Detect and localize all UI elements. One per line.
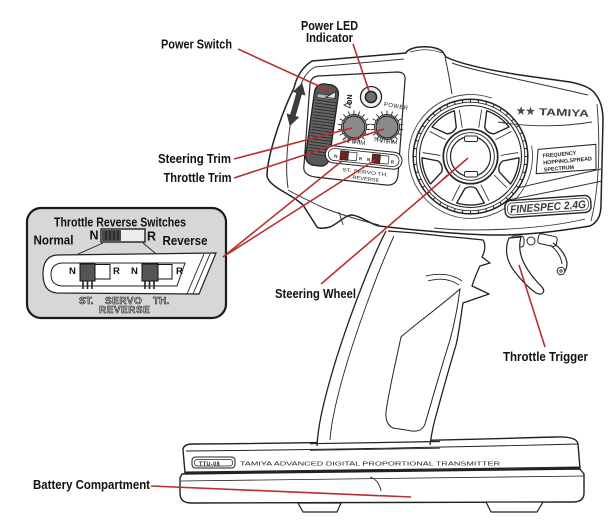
svg-text:POWER: POWER [383,102,409,112]
svg-text:ST.: ST. [79,296,94,307]
svg-text:R: R [176,266,183,277]
svg-text:ST. SERVO TH.: ST. SERVO TH. [342,167,388,179]
svg-text:TAMIYA: TAMIYA [539,107,589,120]
svg-text:ST.TRIM: ST.TRIM [342,138,366,147]
svg-text:REVERSE: REVERSE [352,175,380,184]
svg-text:FREQUENCY: FREQUENCY [542,151,577,160]
svg-text:N: N [367,157,371,162]
svg-text:TH.: TH. [153,296,169,307]
svg-text:R: R [113,266,120,277]
svg-text:Steering Wheel: Steering Wheel [275,287,356,301]
svg-text:Power Switch: Power Switch [161,38,232,52]
svg-text:Indicator: Indicator [306,31,353,45]
svg-text:Normal: Normal [34,234,74,248]
svg-text:TAMIYA ADVANCED DIGITAL PROPOR: TAMIYA ADVANCED DIGITAL PROPORTIONAL TRA… [240,462,500,468]
svg-text:REVERSE: REVERSE [99,305,150,316]
svg-text:HOPPING,SPREAD: HOPPING,SPREAD [543,156,592,166]
svg-text:Steering Trim: Steering Trim [158,152,231,166]
svg-text:ON: ON [347,95,354,106]
svg-text:N: N [131,266,138,277]
svg-text:N: N [69,266,76,277]
svg-text:Power LED: Power LED [301,19,358,33]
svg-text:Reverse: Reverse [163,234,208,248]
svg-text:TTU-08: TTU-08 [199,462,220,468]
svg-text:N: N [334,153,338,158]
svg-text:SERVO: SERVO [105,296,142,307]
svg-text:N: N [90,229,99,243]
svg-text:TH.TRIM: TH.TRIM [373,137,398,146]
svg-text:Throttle Reverse Switches: Throttle Reverse Switches [54,215,186,230]
svg-text:Throttle Trigger: Throttle Trigger [503,350,588,364]
svg-text:Battery Compartment: Battery Compartment [33,478,151,492]
svg-text:R: R [147,230,156,244]
svg-text:FINESPEC 2.4G: FINESPEC 2.4G [510,199,587,216]
svg-text:R: R [359,156,364,161]
svg-text:R: R [391,159,396,164]
svg-text:SPECTRUM: SPECTRUM [544,165,575,174]
svg-text:Throttle Trim: Throttle Trim [164,171,232,185]
